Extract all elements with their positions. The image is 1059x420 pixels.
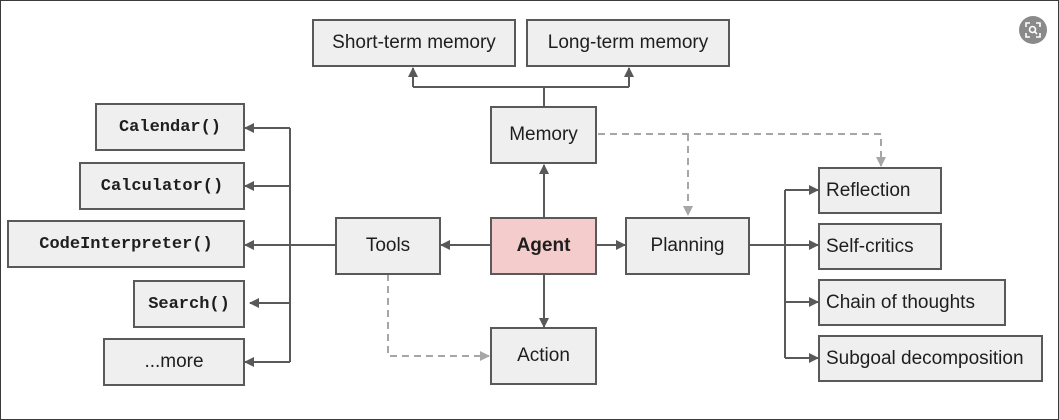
subgoal-decomposition-box: Subgoal decomposition [818,335,1043,382]
code-interpreter-tool-box: CodeInterpreter() [7,220,245,268]
tools-box: Tools [335,217,441,275]
calendar-tool-box: Calendar() [95,103,245,151]
reflection-box: Reflection [818,167,942,214]
lens-glyph [1025,22,1041,38]
more-tools-box: ...more [103,338,245,386]
agent-box: Agent [490,217,597,275]
memory-box: Memory [490,106,597,164]
self-critics-box: Self-critics [818,223,942,270]
dashed-tools-to-action [387,274,490,361]
long-term-memory-box: Long-term memory [526,19,730,67]
calculator-tool-box: Calculator() [79,162,245,210]
chain-of-thoughts-box: Chain of thoughts [818,279,1006,326]
lens-search-icon[interactable] [1019,16,1047,44]
short-term-memory-box: Short-term memory [312,19,516,67]
action-box: Action [490,327,597,385]
search-tool-box: Search() [133,280,245,328]
dashed-memory-to-reflection [598,133,886,167]
planning-box: Planning [625,217,750,275]
